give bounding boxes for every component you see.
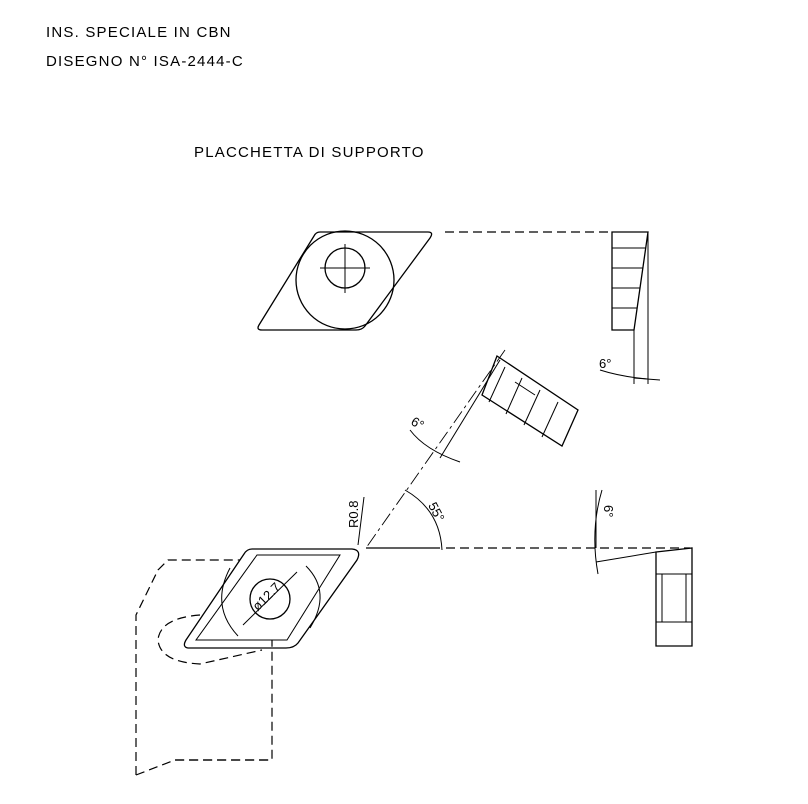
included-angle-label: 55°	[425, 500, 447, 524]
radius-leader-line	[357, 496, 365, 546]
angle-label-top-right: 6°	[599, 356, 611, 371]
angle-label-right: 6°	[601, 505, 616, 517]
support-insert-side-view	[599, 231, 661, 384]
drawing-title-line1: INS. SPECIALE IN CBN	[46, 24, 232, 41]
rotated-insert-side-view	[409, 355, 579, 463]
insert-lower-side-view	[594, 489, 693, 647]
angle-label-middle: 6°	[408, 414, 426, 433]
hole-diameter-label: ø12.7	[249, 580, 283, 614]
support-insert-title: PLACCHETTA DI SUPPORTO	[194, 144, 425, 161]
drawing-number-line2: DISEGNO N° ISA-2444-C	[46, 53, 244, 70]
support-insert-top-view	[257, 230, 433, 331]
cbn-insert-front-view	[135, 548, 360, 776]
included-angle-construction	[366, 489, 443, 551]
rotated-axis-center-line	[365, 349, 506, 549]
corner-radius-label: R0.8	[346, 501, 361, 528]
